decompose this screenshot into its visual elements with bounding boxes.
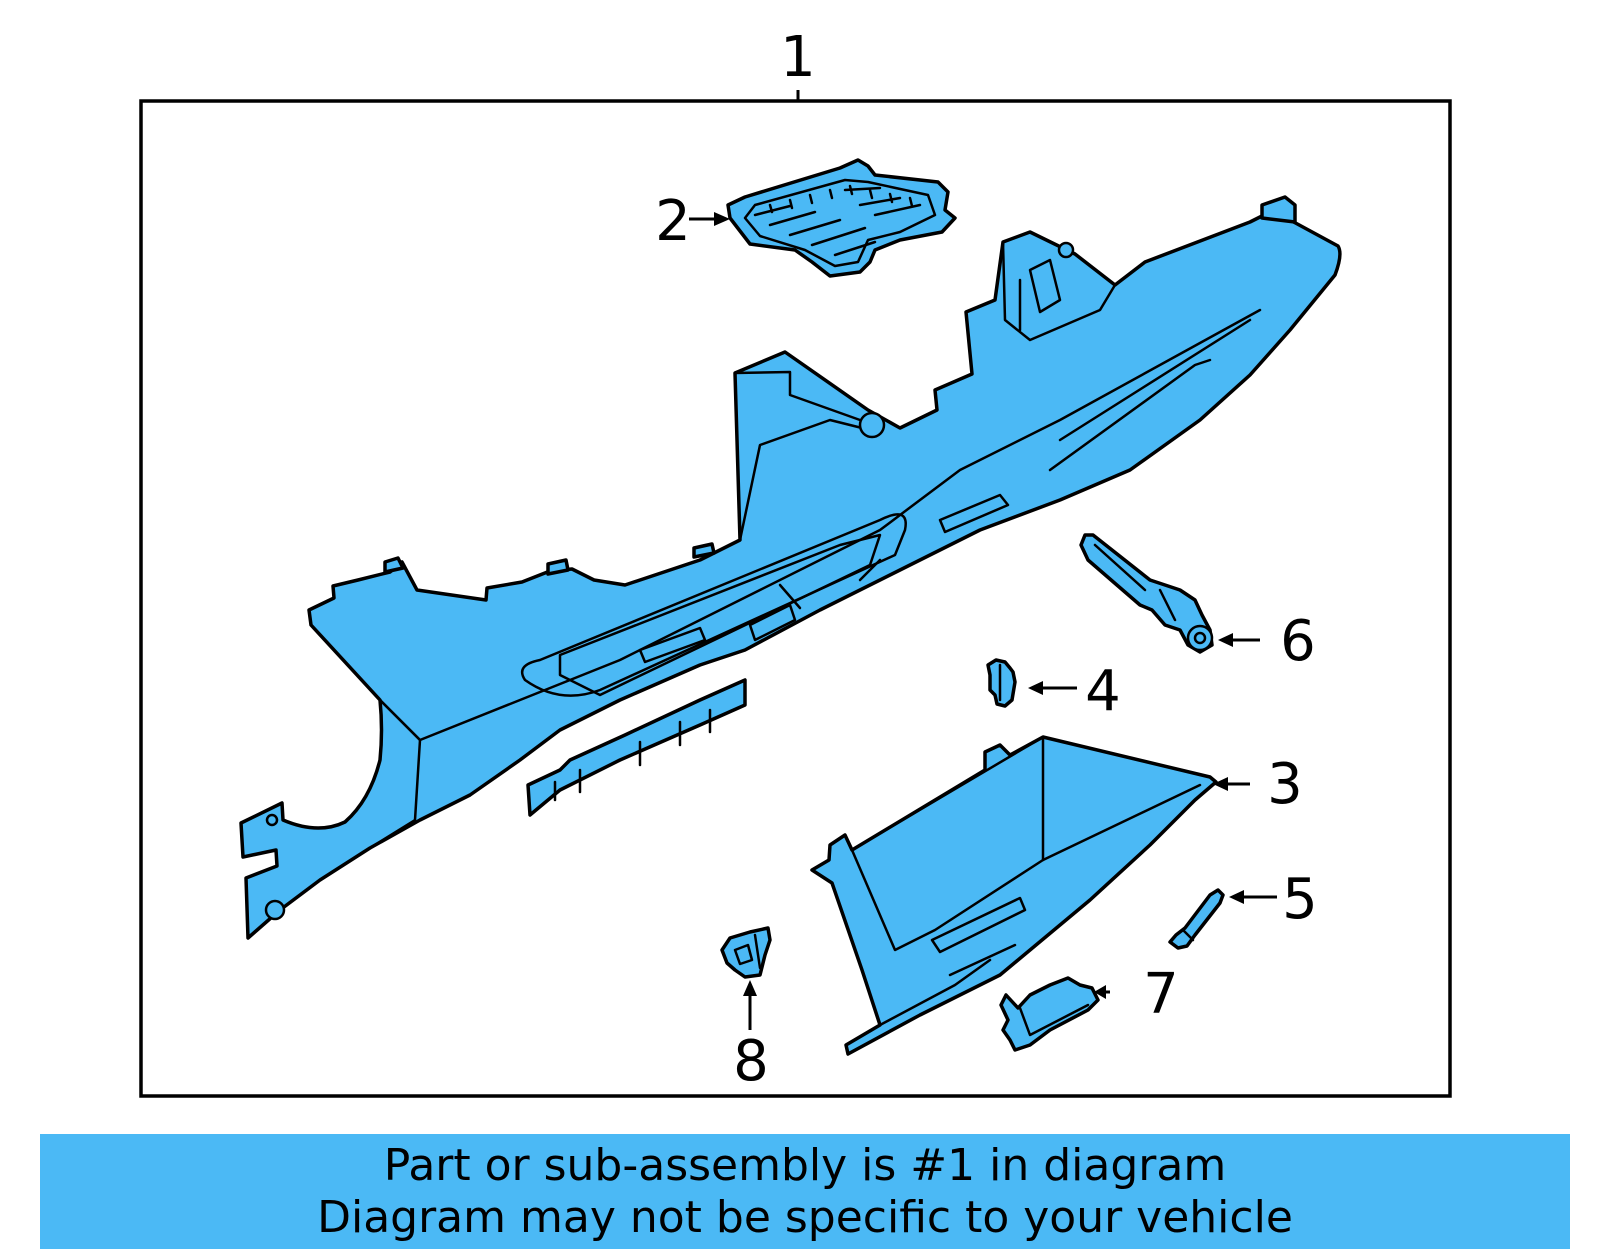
part-2-vent-grille[interactable]: [726, 158, 957, 278]
parts-diagram: 1 2 3 4 5 6 7 8: [139, 25, 1452, 1098]
part-5-pin[interactable]: [1168, 888, 1225, 950]
callout-5: 5: [1282, 867, 1318, 932]
part-6-damper[interactable]: [1079, 533, 1214, 654]
part-3-glove-box[interactable]: [810, 735, 1218, 1056]
banner-line-1: Part or sub-assembly is #1 in diagram: [383, 1140, 1227, 1191]
info-banner: Part or sub-assembly is #1 in diagram Di…: [40, 1134, 1570, 1249]
callout-8: 8: [733, 1029, 769, 1094]
part-1-dash-panel[interactable]: [239, 195, 1342, 940]
callout-7: 7: [1143, 962, 1179, 1027]
callout-6: 6: [1280, 609, 1316, 674]
part-8-retainer[interactable]: [720, 926, 772, 979]
banner-line-2: Diagram may not be specific to your vehi…: [317, 1192, 1293, 1243]
leader-lines: [689, 90, 1277, 1030]
part-7-handle[interactable]: [999, 976, 1100, 1052]
part-4-clip[interactable]: [986, 658, 1017, 708]
callout-1: 1: [780, 25, 816, 90]
callout-2: 2: [655, 189, 691, 254]
callout-4: 4: [1085, 659, 1121, 724]
callout-3: 3: [1267, 752, 1303, 817]
